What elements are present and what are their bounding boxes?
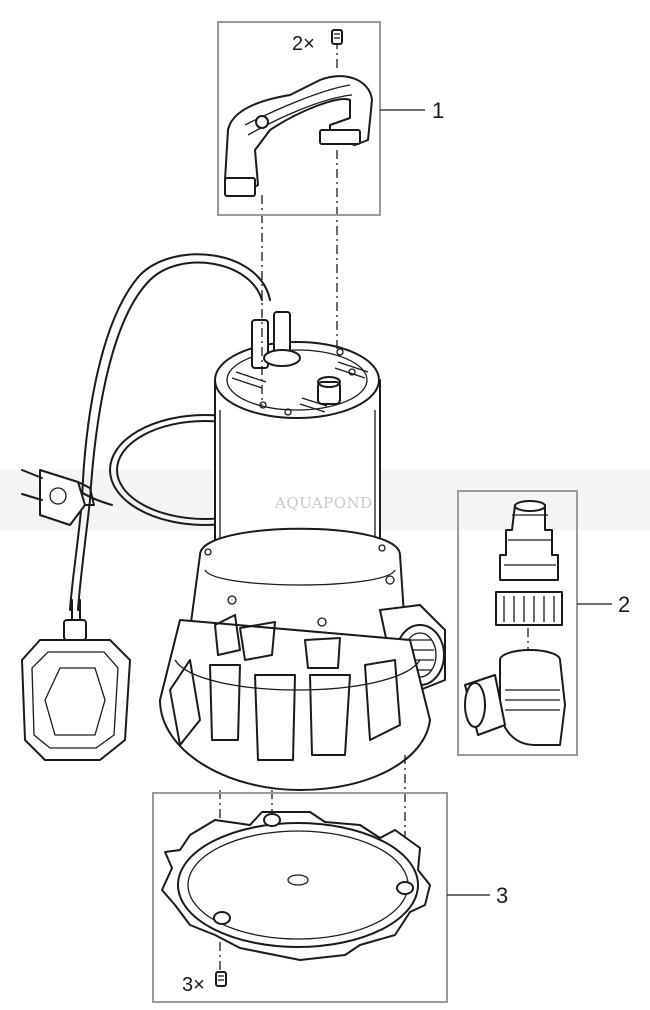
callout-3: 3 [496,883,508,908]
part-1-handle-group: 1 2× [217,21,444,216]
qty-3: 3× [182,974,205,996]
part-2-adapter-group: 2 [457,490,630,756]
part-3-baseplate-group: 3 3× [152,792,508,1003]
watermark: AQUAPOND [274,494,373,512]
watermark-text: AQUAPOND [274,494,373,512]
pump-housing [159,311,446,791]
qty-1: 2× [292,33,315,55]
part-2-frame [457,490,578,756]
callout-2: 2 [618,592,630,617]
screw-icon-bottom [215,971,227,987]
part-3-frame [152,792,448,1003]
power-plug [21,469,95,526]
callout-1: 1 [432,98,444,123]
screw-icon [331,29,343,45]
float-switch [21,599,131,761]
part-1-frame [217,21,381,216]
